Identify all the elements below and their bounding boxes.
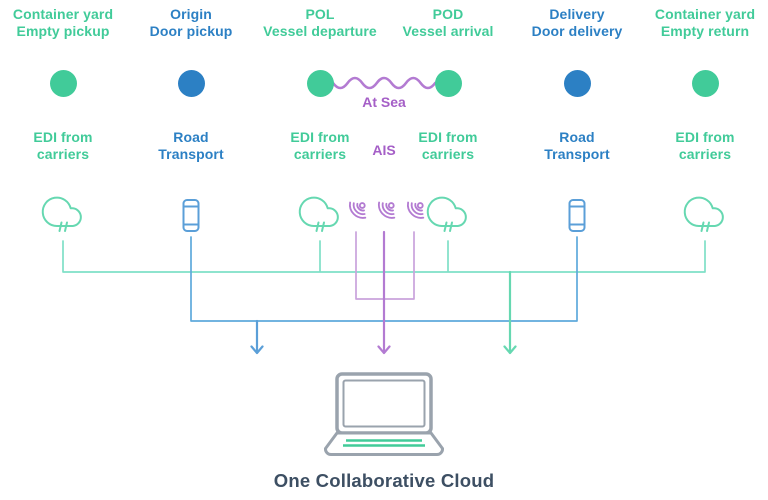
- station-delivery-door-delivery: Delivery Door delivery Road Transport: [512, 0, 642, 245]
- feed-label: Road Transport: [126, 129, 256, 163]
- milestone-dot: [306, 70, 334, 97]
- feed-label-line1: EDI from: [290, 129, 350, 145]
- feed-label-line2: carriers: [421, 146, 475, 162]
- feed-label-line2: Transport: [544, 146, 610, 162]
- feed-label: EDI from carriers: [383, 129, 513, 163]
- feed-label-line2: carriers: [36, 146, 90, 162]
- station-label: Delivery Door delivery: [512, 6, 642, 40]
- road-transport-lines: [190, 236, 578, 322]
- ais-signal-icons: [342, 199, 426, 222]
- milestone-dot: [434, 70, 462, 97]
- milestone-dot: [563, 70, 591, 97]
- station-label-line1: Origin: [170, 6, 212, 22]
- laptop-icon: [322, 370, 446, 465]
- signal-icon: [407, 201, 425, 219]
- station-origin-door-pickup: Origin Door pickup Road Transport: [126, 0, 256, 245]
- station-label-line2: Vessel departure: [263, 23, 377, 39]
- station-container-yard-empty-pickup: Container yard Empty pickup EDI from car…: [0, 0, 128, 245]
- at-sea-label: At Sea: [362, 94, 406, 110]
- ais-label: AIS: [372, 142, 396, 158]
- station-label: POD Vessel arrival: [383, 6, 513, 40]
- road-down-arrow: [250, 319, 264, 355]
- feed-label-line1: EDI from: [418, 129, 478, 145]
- feed-label-line1: EDI from: [675, 129, 735, 145]
- station-label-line2: Vessel arrival: [402, 23, 494, 39]
- feed-label-line2: Transport: [158, 146, 224, 162]
- signal-icon: [378, 201, 396, 219]
- station-label-line2: Door pickup: [149, 23, 233, 39]
- signal-icon: [349, 201, 367, 219]
- edi-network-lines: [62, 240, 706, 273]
- phone-icon: [565, 196, 589, 241]
- feed-label: EDI from carriers: [0, 129, 128, 163]
- feed-label-line2: carriers: [678, 146, 732, 162]
- feed-label-line1: Road: [559, 129, 595, 145]
- cloud-icon: [41, 191, 85, 240]
- collaborative-cloud-title: One Collaborative Cloud: [273, 470, 495, 491]
- station-label: Container yard Empty return: [640, 6, 768, 40]
- milestone-dot: [691, 70, 719, 97]
- station-container-yard-empty-return: Container yard Empty return EDI from car…: [640, 0, 768, 245]
- milestone-dot: [177, 70, 205, 97]
- station-pol-vessel-departure: POL Vessel departure EDI from carriers: [255, 0, 385, 245]
- phone-icon: [179, 196, 203, 241]
- station-label-line2: Empty pickup: [16, 23, 110, 39]
- station-pod-vessel-arrival: POD Vessel arrival EDI from carriers: [383, 0, 513, 245]
- cloud-icon: [683, 191, 727, 240]
- station-label-line2: Empty return: [660, 23, 750, 39]
- feed-label-line2: carriers: [293, 146, 347, 162]
- cloud-icon: [426, 191, 470, 240]
- station-label-line1: Delivery: [549, 6, 605, 22]
- station-label-line1: Container yard: [12, 6, 114, 22]
- feed-label-line1: EDI from: [33, 129, 93, 145]
- station-label: Origin Door pickup: [126, 6, 256, 40]
- cloud-icon: [298, 191, 342, 240]
- feed-label: EDI from carriers: [640, 129, 768, 163]
- feed-label: Road Transport: [512, 129, 642, 163]
- milestone-dot: [49, 70, 77, 97]
- station-label-line1: POD: [432, 6, 464, 22]
- station-label-line2: Door delivery: [531, 23, 623, 39]
- station-label-line1: POL: [305, 6, 335, 22]
- station-label-line1: Container yard: [654, 6, 756, 22]
- edi-down-arrow: [503, 270, 517, 355]
- station-label: Container yard Empty pickup: [0, 6, 128, 40]
- feed-label-line1: Road: [173, 129, 209, 145]
- feed-label: EDI from carriers: [255, 129, 385, 163]
- ais-down-arrow: [377, 230, 391, 355]
- station-label: POL Vessel departure: [255, 6, 385, 40]
